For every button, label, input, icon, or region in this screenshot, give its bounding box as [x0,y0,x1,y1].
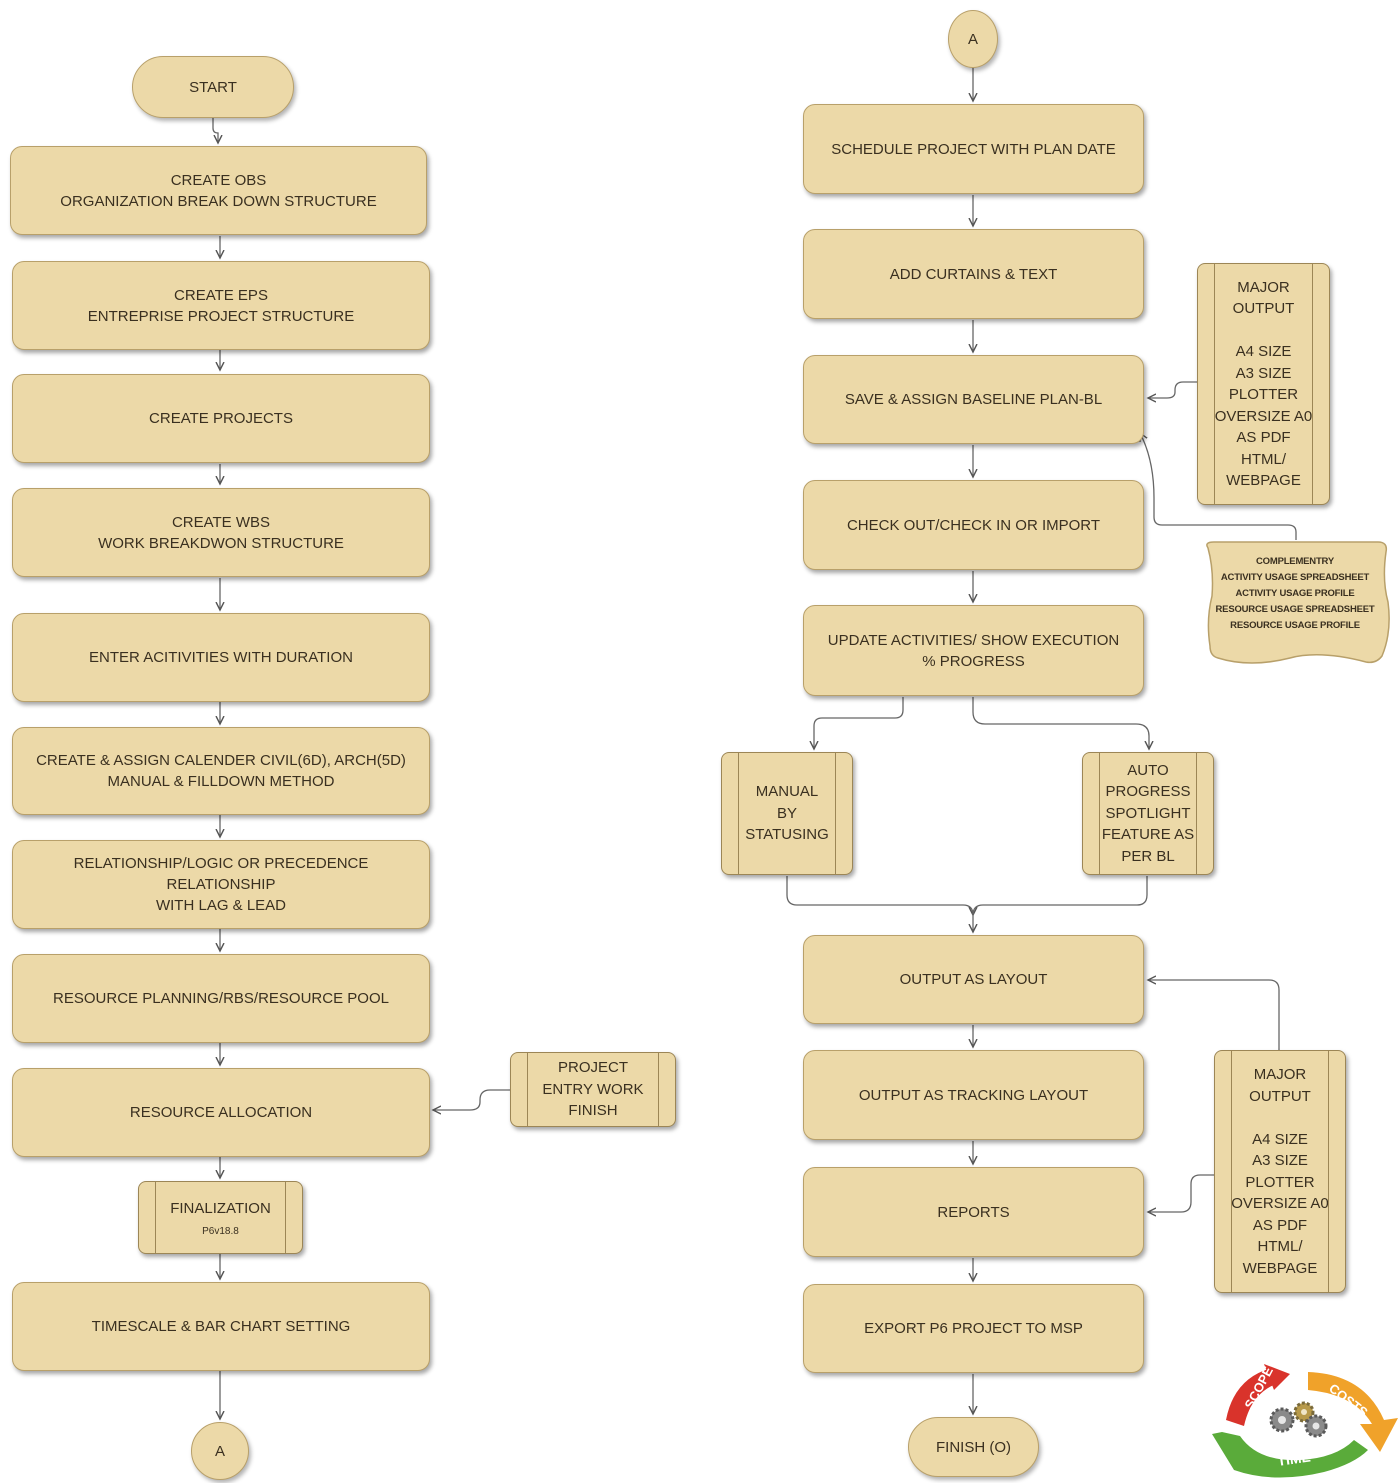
step-relationship-logic: RELATIONSHIP/LOGIC OR PRECEDENCE RELATIO… [12,840,430,929]
step-update-activities: UPDATE ACTIVITIES/ SHOW EXECUTION % PROG… [803,605,1144,696]
logo-time-text: TIME [1276,1448,1311,1469]
finish-terminator: FINISH (O) [908,1417,1039,1477]
scope-costs-time-logo: SCOPE COSTS TIME [1204,1360,1398,1478]
step-label: TIMESCALE & BAR CHART SETTING [91,1318,351,1335]
finalization-label: FINALIZATION [170,1200,271,1218]
step-export-msp: EXPORT P6 PROJECT TO MSP [803,1284,1144,1373]
major-output-process-top: MAJOR OUTPUT A4 SIZE A3 SIZE PLOTTER OVE… [1197,263,1330,505]
start-label: START [189,78,237,96]
connector-a-end: A [191,1422,249,1480]
step-label: ENTER ACITIVITIES WITH DURATION [89,649,353,666]
step-label: RESOURCE ALLOCATION [129,1104,313,1121]
step-enter-activities: ENTER ACITIVITIES WITH DURATION [12,613,430,702]
step-label: RESOURCE PLANNING/RBS/RESOURCE POOL [53,990,389,1007]
step-label: SAVE & ASSIGN BASELINE PLAN-BL [844,391,1103,408]
step-reports: REPORTS [803,1167,1144,1257]
major-output-label: MAJOR OUTPUT A4 SIZE A3 SIZE PLOTTER OVE… [1231,1066,1329,1277]
gears-icon [1269,1401,1328,1438]
complementary-label: COMPLEMENTRY ACTIVITY USAGE SPREADSHEET … [1215,556,1375,631]
auto-label: AUTO PROGRESS SPOTLIGHT FEATURE AS PER B… [1101,761,1195,865]
step-label: UPDATE ACTIVITIES/ SHOW EXECUTION % PROG… [827,631,1120,670]
step-resource-allocation: RESOURCE ALLOCATION [12,1068,430,1157]
step-create-projects: CREATE PROJECTS [12,374,430,463]
finalization-process: FINALIZATION P6v18.8 [138,1181,303,1254]
step-add-curtains: ADD CURTAINS & TEXT [803,229,1144,319]
start-terminator: START [132,56,294,118]
finish-label: FINISH (O) [936,1438,1011,1456]
step-label: REPORTS [937,1203,1010,1221]
step-create-calendar: CREATE & ASSIGN CALENDER CIVIL(6D), ARCH… [12,727,430,815]
auto-progress-process: AUTO PROGRESS SPOTLIGHT FEATURE AS PER B… [1082,752,1214,875]
step-label: SCHEDULE PROJECT WITH PLAN DATE [831,140,1116,158]
step-schedule-project: SCHEDULE PROJECT WITH PLAN DATE [803,104,1144,194]
step-save-baseline: SAVE & ASSIGN BASELINE PLAN-BL [803,355,1144,444]
triangle-logo-icon: SCOPE COSTS TIME [1212,1364,1398,1478]
step-label: CREATE OBS ORGANIZATION BREAK DOWN STRUC… [60,171,377,210]
step-timescale: TIMESCALE & BAR CHART SETTING [12,1282,430,1371]
connector-a-start: A [948,10,998,68]
step-label: OUTPUT AS LAYOUT [899,971,1048,988]
project-entry-process: PROJECT ENTRY WORK FINISH [510,1052,676,1127]
step-label: CREATE PROJECTS [149,410,293,427]
major-output-label: MAJOR OUTPUT A4 SIZE A3 SIZE PLOTTER OVE… [1214,278,1313,490]
complementary-document: COMPLEMENTRY ACTIVITY USAGE SPREADSHEET … [1200,540,1390,666]
step-label: RELATIONSHIP/LOGIC OR PRECEDENCE RELATIO… [73,855,369,914]
step-label: EXPORT P6 PROJECT TO MSP [864,1320,1083,1337]
finalization-version: P6v18.8 [202,1225,239,1237]
step-check-out-in: CHECK OUT/CHECK IN OR IMPORT [803,480,1144,570]
connector-label: A [214,1442,225,1460]
step-label: CHECK OUT/CHECK IN OR IMPORT [846,516,1101,534]
step-output-layout: OUTPUT AS LAYOUT [803,935,1144,1024]
step-label: CREATE EPS ENTREPRISE PROJECT STRUCTURE [87,286,355,325]
step-output-tracking-layout: OUTPUT AS TRACKING LAYOUT [803,1050,1144,1140]
major-output-process-bottom: MAJOR OUTPUT A4 SIZE A3 SIZE PLOTTER OVE… [1214,1050,1346,1293]
step-resource-planning: RESOURCE PLANNING/RBS/RESOURCE POOL [12,954,430,1043]
project-entry-label: PROJECT ENTRY WORK FINISH [542,1059,644,1120]
manual-label: MANUAL BY STATUSING [745,783,829,844]
step-create-eps: CREATE EPS ENTREPRISE PROJECT STRUCTURE [12,261,430,350]
step-label: CREATE WBS WORK BREAKDWON STRUCTURE [98,513,344,552]
document-shape [1206,541,1390,664]
step-create-obs: CREATE OBS ORGANIZATION BREAK DOWN STRUC… [10,146,427,235]
step-create-wbs: CREATE WBS WORK BREAKDWON STRUCTURE [12,488,430,577]
step-label: OUTPUT AS TRACKING LAYOUT [858,1086,1089,1104]
manual-statusing-process: MANUAL BY STATUSING [721,752,853,875]
step-label: CREATE & ASSIGN CALENDER CIVIL(6D), ARCH… [36,752,406,790]
step-label: ADD CURTAINS & TEXT [889,265,1058,283]
connector-label: A [967,30,978,48]
